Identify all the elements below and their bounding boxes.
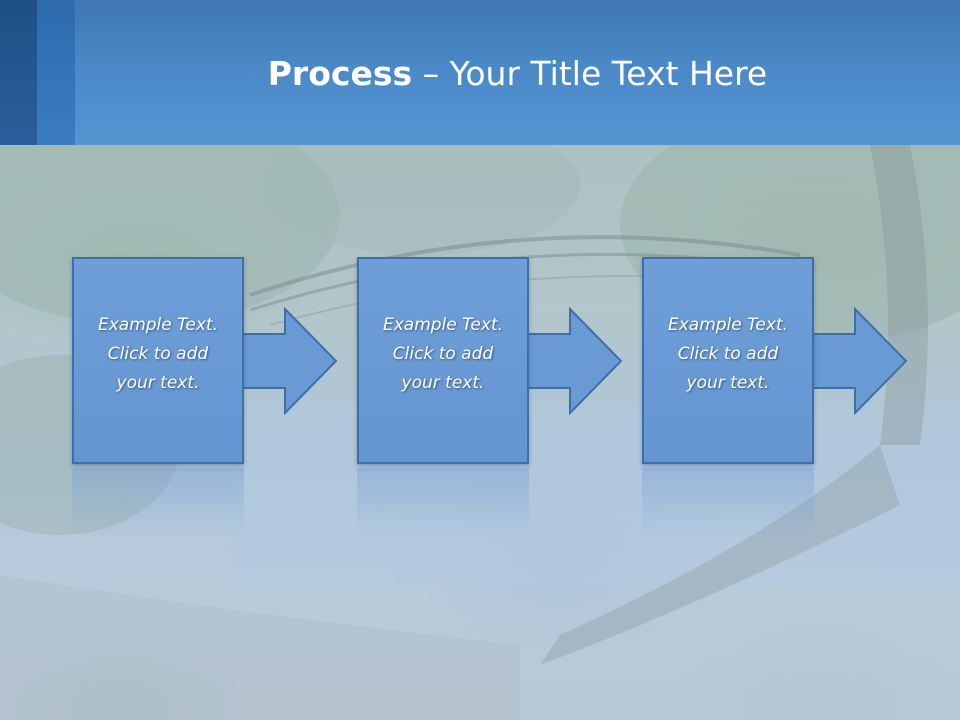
- banner-stripe-dark: [0, 0, 37, 145]
- slide-title-bold: Process: [267, 54, 413, 93]
- arrow-right-icon: [810, 307, 908, 415]
- arrow-right-icon: [240, 307, 338, 415]
- step-text[interactable]: Example Text. Click to add your text.: [97, 315, 219, 393]
- arrow-right-icon: [525, 307, 623, 415]
- step-text[interactable]: Example Text. Click to add your text.: [382, 315, 504, 393]
- step-reflection: [72, 468, 244, 538]
- process-step-3[interactable]: Example Text. Click to add your text.: [642, 257, 814, 464]
- step-text[interactable]: Example Text. Click to add your text.: [667, 315, 789, 393]
- process-step-1[interactable]: Example Text. Click to add your text.: [72, 257, 244, 464]
- process-step-2[interactable]: Example Text. Click to add your text.: [357, 257, 529, 464]
- step-reflection: [642, 468, 814, 538]
- banner-stripe-light: [37, 0, 75, 145]
- slide-title-rest: – Your Title Text Here: [412, 54, 768, 93]
- slide-title[interactable]: Process – Your Title Text Here: [75, 52, 960, 96]
- step-reflection: [357, 468, 529, 538]
- title-banner: Process – Your Title Text Here: [0, 0, 960, 145]
